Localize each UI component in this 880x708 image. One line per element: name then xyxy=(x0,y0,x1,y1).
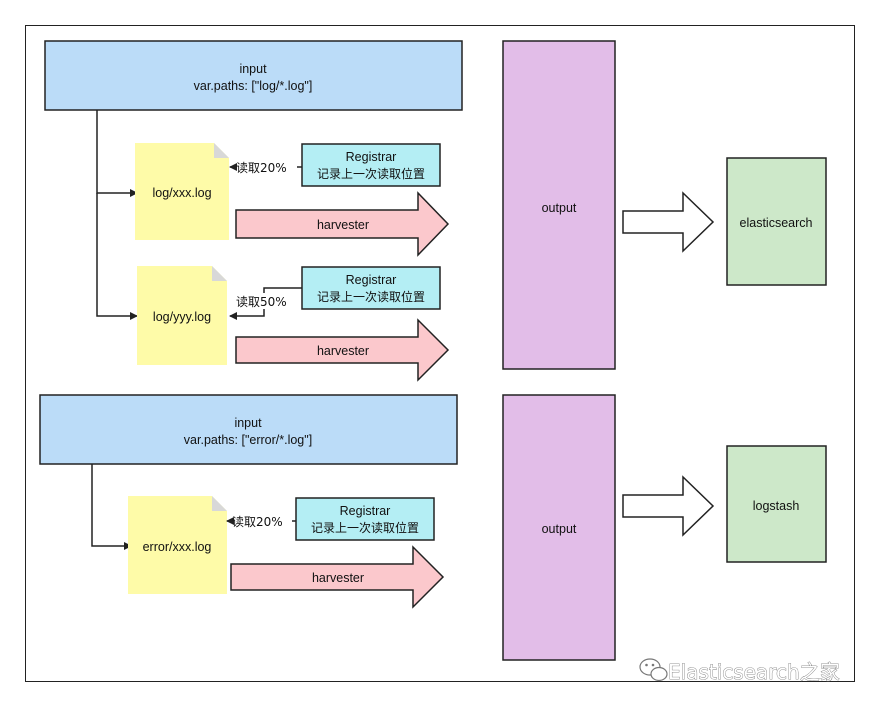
output-box-1 xyxy=(502,40,616,370)
connector-input2-file3 xyxy=(91,464,132,550)
registrar-subtitle-2: 记录上一次读取位置 xyxy=(317,289,425,304)
registrar-box-3 xyxy=(295,497,435,541)
output-arrow-1 xyxy=(622,191,715,253)
output-box-2 xyxy=(502,394,616,661)
input-paths-2: var.paths: ["error/*.log"] xyxy=(184,433,312,447)
read-label-2: 读取50% xyxy=(236,295,287,309)
file-icon-3 xyxy=(128,496,227,594)
harvester-arrow-3 xyxy=(230,545,445,609)
harvester-label-3: harvester xyxy=(312,571,364,585)
output-label-2: output xyxy=(542,522,577,536)
input-box-2 xyxy=(39,394,458,465)
input-box-1 xyxy=(44,40,463,111)
harvester-arrow-1 xyxy=(235,191,450,257)
input-title-1: input xyxy=(239,62,267,76)
file-name-3: error/xxx.log xyxy=(143,540,212,554)
registrar-box-1 xyxy=(301,143,441,187)
input-title-2: input xyxy=(234,416,262,430)
file-fold-2 xyxy=(212,266,227,281)
registrar-subtitle-1: 记录上一次读取位置 xyxy=(317,166,425,181)
watermark: Elasticsearch之家 xyxy=(639,658,840,684)
file-name-2: log/yyy.log xyxy=(153,310,211,324)
file-fold-3 xyxy=(212,496,227,511)
file-name-1: log/xxx.log xyxy=(152,186,211,200)
harvester-label-1: harvester xyxy=(317,218,369,232)
output-label-1: output xyxy=(542,201,577,215)
elasticsearch-label: elasticsearch xyxy=(740,216,813,230)
connector-input1-file2 xyxy=(96,193,138,320)
registrar-title-3: Registrar xyxy=(340,504,391,518)
output-arrow-2 xyxy=(622,475,715,537)
file-fold-1 xyxy=(214,143,229,158)
file-icon-2 xyxy=(137,266,227,365)
harvester-arrow-2 xyxy=(235,318,450,382)
connector-input1-file1 xyxy=(96,110,138,197)
input-paths-1: var.paths: ["log/*.log"] xyxy=(194,79,313,93)
logstash-box xyxy=(726,445,827,563)
logstash-label: logstash xyxy=(753,499,800,513)
elasticsearch-box xyxy=(726,157,827,286)
read-label-3: 读取20% xyxy=(232,515,283,529)
registrar-title-2: Registrar xyxy=(346,273,397,287)
read-label-1: 读取20% xyxy=(236,161,287,175)
file-icon-1 xyxy=(135,143,229,240)
watermark-text: Elasticsearch之家 xyxy=(668,660,840,684)
registrar-subtitle-3: 记录上一次读取位置 xyxy=(311,520,419,535)
registrar-title-1: Registrar xyxy=(346,150,397,164)
wechat-icon xyxy=(639,658,668,682)
harvester-label-2: harvester xyxy=(317,344,369,358)
